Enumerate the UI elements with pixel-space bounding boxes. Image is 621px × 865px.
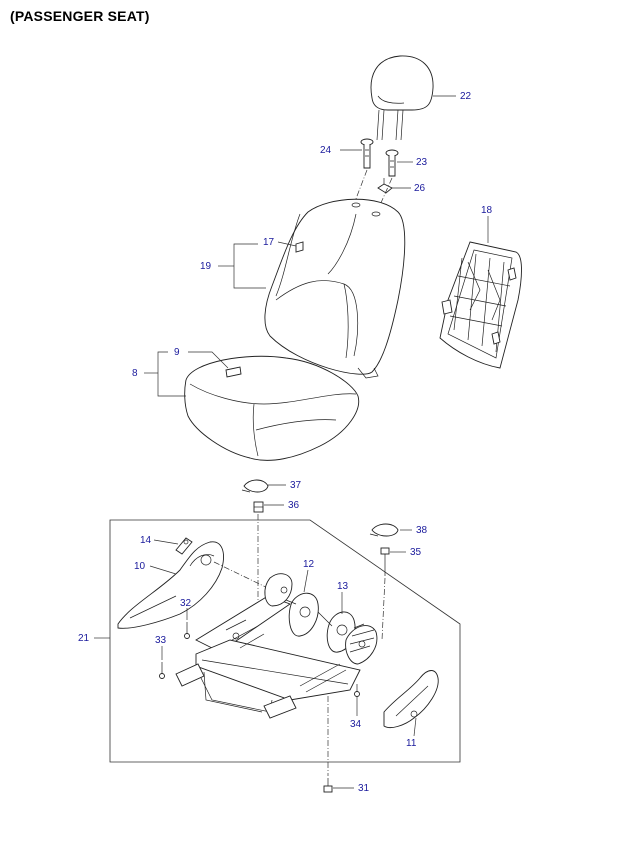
screw-right-drawing[interactable]	[354, 684, 360, 697]
callout-23: 23	[416, 157, 428, 168]
nut-drawing[interactable]	[253, 501, 264, 513]
seatback-tag-drawing[interactable]	[295, 241, 304, 253]
callout-17: 18	[481, 205, 493, 216]
callout-24: 24	[320, 145, 332, 156]
seatback-drawing[interactable]	[264, 198, 406, 379]
callout-14: 14	[140, 535, 152, 546]
callout-12: 12	[303, 559, 315, 570]
headrest-drawing[interactable]	[370, 55, 434, 141]
callout-26: 26	[414, 183, 426, 194]
cushion-drawing[interactable]	[184, 355, 360, 461]
callout-21: 21	[78, 633, 90, 644]
callout-19: 17	[263, 237, 275, 248]
screw-upper-drawing[interactable]	[184, 622, 190, 639]
page-title: (PASSENGER SEAT)	[10, 8, 150, 24]
callout-18: 19	[200, 261, 212, 272]
guide-bracket-drawing[interactable]	[377, 178, 393, 194]
callout-37: 37	[290, 480, 302, 491]
callout-11: 11	[406, 738, 417, 749]
callout-34: 34	[350, 719, 362, 730]
cap-left-drawing[interactable]	[241, 479, 269, 493]
headrest-guide-left-drawing[interactable]	[360, 138, 374, 169]
callout-13: 13	[337, 581, 349, 592]
assembly-outline	[109, 519, 461, 763]
side-cover-left-drawing[interactable]	[117, 541, 224, 629]
callout-32: 32	[180, 598, 192, 609]
cushion-tag-drawing[interactable]	[225, 366, 242, 378]
cap-right-drawing[interactable]	[369, 523, 399, 537]
callout-10: 10	[134, 561, 146, 572]
headrest-guide-right-drawing[interactable]	[385, 149, 399, 177]
callout-38: 38	[416, 525, 428, 536]
callout-35: 35	[410, 547, 422, 558]
seatback-frame-panel-drawing[interactable]	[439, 241, 522, 369]
seat-track-drawing[interactable]	[175, 573, 378, 719]
callout-36: 36	[288, 500, 300, 511]
callout-9: 9	[174, 347, 180, 358]
recliner-disc-left-drawing[interactable]	[288, 592, 319, 637]
bolt-lower-drawing[interactable]	[323, 778, 333, 793]
recliner-knob-drawing[interactable]	[175, 537, 193, 555]
callout-8: 8	[132, 368, 138, 379]
callout-33: 33	[155, 635, 167, 646]
side-cover-right-drawing[interactable]	[383, 670, 439, 729]
screw-lower-drawing[interactable]	[159, 662, 165, 679]
callout-22: 22	[460, 91, 472, 102]
callout-31: 31	[358, 783, 370, 794]
